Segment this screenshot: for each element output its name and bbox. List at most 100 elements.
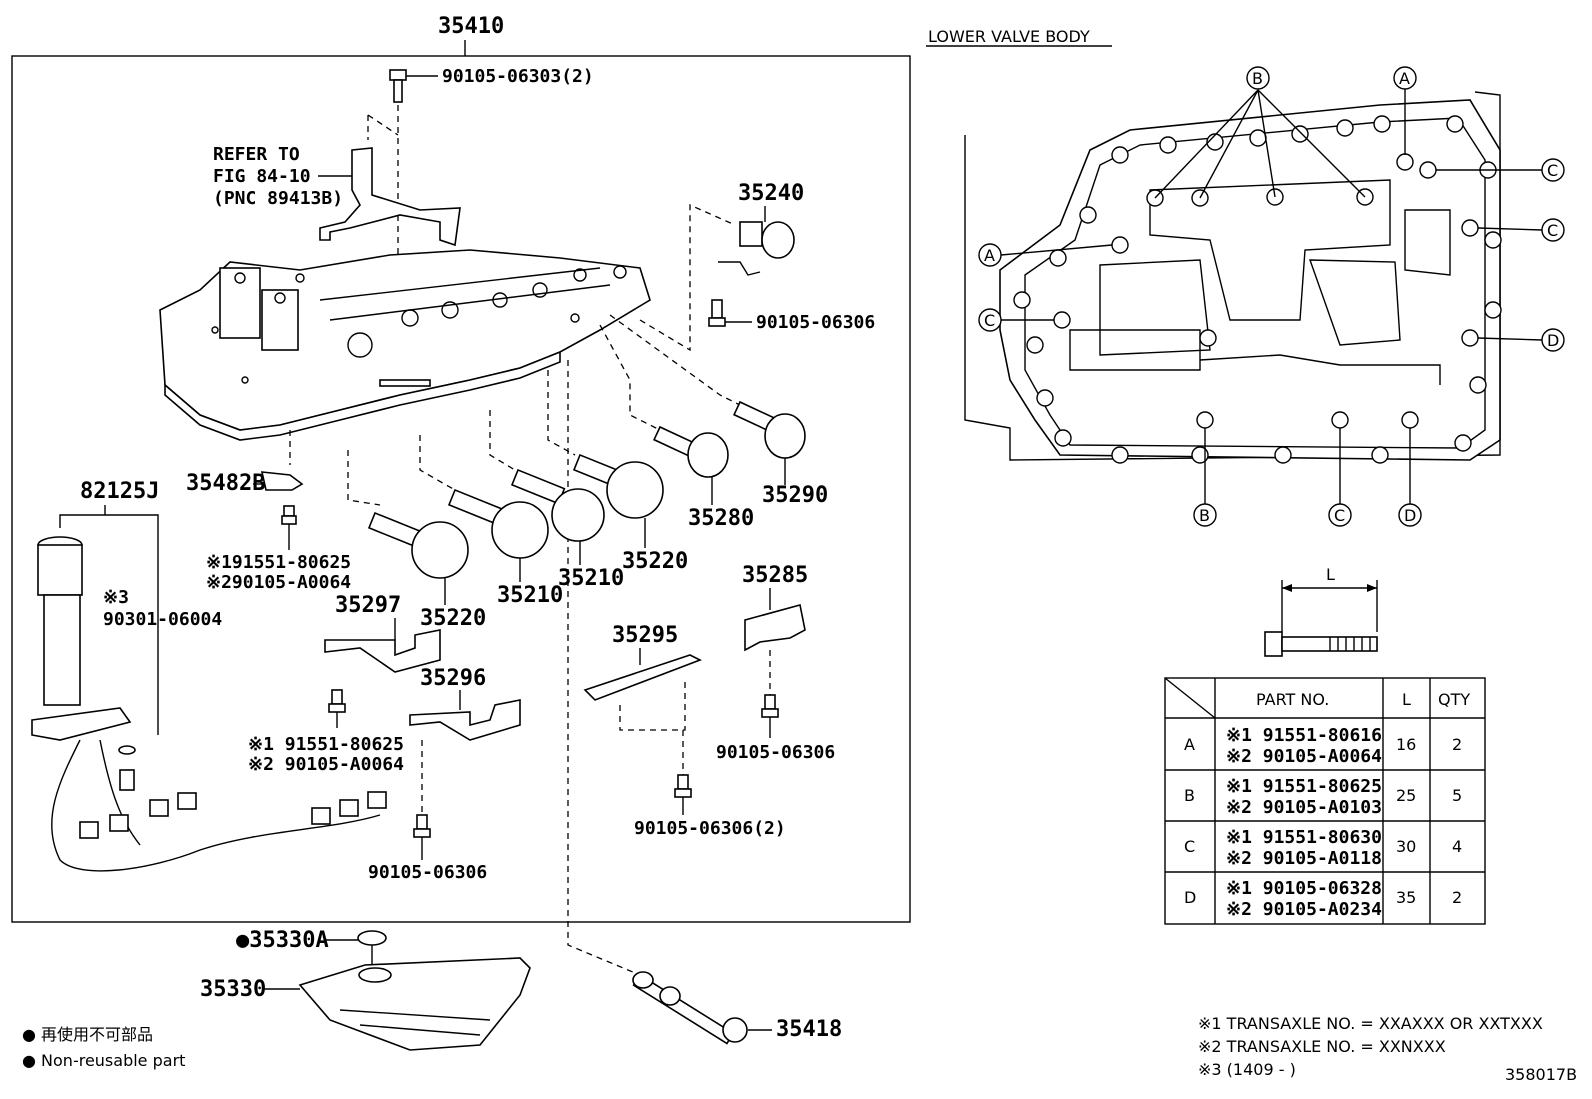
bracket-35296 [409,699,521,741]
bolt-top-label: 90105-06303(2) [442,66,594,87]
assembly-frame [11,55,911,923]
bolt-length-diagram: L [1264,565,1378,657]
assembly-number: 35410 [438,14,504,39]
part-35240: 35240 [738,181,804,206]
bracket-35297 [324,629,441,673]
table-row-qty: 2 [1452,888,1462,907]
bracket-35285 [744,604,806,652]
table-header-l: L [1402,690,1411,709]
bolt-35482b-label2: ※290105-A0064 [206,572,351,593]
part-35210-right: 35210 [558,566,624,591]
svg-text:C: C [1334,506,1345,525]
legend-non-reusable-en: ● Non-reusable part [22,1051,185,1070]
table-header-qty: QTY [1438,690,1470,709]
part-35220-left: 35220 [420,606,486,631]
bolt-35297-label1: ※1 91551-80625 [248,734,404,755]
part-35285: 35285 [742,563,808,588]
bolt-35240-icon [708,299,726,327]
table-row-key: D [1184,888,1196,907]
svg-text:C: C [1547,221,1558,240]
bolt-table: PART NO. L QTY A ※1 91551-80616 ※2 90105… [1164,677,1486,925]
table-row-part1: ※1 90105-06328 [1226,878,1382,899]
svg-text:C: C [984,311,995,330]
table-row-l: 16 [1396,735,1416,754]
bolt-35297-label2: ※2 90105-A0064 [248,754,404,775]
marker-b-bottom: B [1193,428,1217,527]
gasket-35482b [260,471,304,491]
table-row-part2: ※2 90105-A0064 [1226,746,1382,767]
bolt-35240-label: 90105-06306 [756,312,875,333]
table-row-qty: 4 [1452,837,1462,856]
part-35280: 35280 [688,506,754,531]
table-row-l: 25 [1396,786,1416,805]
refer-line2: FIG 84-10 [213,166,311,187]
marker-c-right2: C [1477,218,1565,242]
refer-line1: REFER TO [213,144,300,165]
part-82125j: 82125J [80,479,159,504]
lower-valve-body-drawing [964,91,1501,461]
bolt-35285-label: 90105-06306 [716,742,835,763]
footnote-1: ※1 TRANSAXLE NO. = XXAXXX OR XXTXXX [1198,1014,1543,1033]
marker-b-top: B [1154,66,1366,199]
svg-text:C: C [1547,161,1558,180]
wire-harness-82125j [31,536,387,872]
table-row-part1: ※1 91551-80616 [1226,725,1382,746]
marker-c-left: C [978,308,1054,332]
refer-line3: (PNC 89413B) [213,188,343,209]
part-35330a: ●35330A [236,928,329,953]
bolt-35297-icon [328,689,346,713]
note3-mark: ※3 [103,587,129,608]
svg-text:D: D [1404,506,1416,525]
plate-35295 [583,654,702,701]
table-row-part1: ※1 91551-80630 [1226,827,1382,848]
marker-c-bottom: C [1328,428,1352,527]
svg-text:A: A [984,246,995,265]
detent-spring-bracket [319,147,461,247]
table-row-part1: ※1 91551-80625 [1226,776,1382,797]
bolt-35295-label: 90105-06306(2) [634,818,786,839]
o-ring-35330a [357,930,387,946]
marker-a-left: A [978,243,1113,267]
manual-valve-35418 [632,971,748,1045]
dimension-l-label: L [1326,565,1335,584]
lower-valve-body-title: LOWER VALVE BODY [928,27,1090,46]
solenoid-35220-left [367,511,469,579]
table-row-key: B [1184,786,1195,805]
bolt-35482b-label1: ※191551-80625 [206,552,351,573]
bolt-holes [1013,115,1502,464]
part-35297: 35297 [335,593,401,618]
solenoid-35220-right [572,453,664,519]
table-row-part2: ※2 90105-A0118 [1226,848,1382,869]
part-35220-right: 35220 [622,549,688,574]
footnote-2: ※2 TRANSAXLE NO. = XXNXXX [1198,1037,1446,1056]
solenoid-35290 [733,400,806,459]
table-row-qty: 2 [1452,735,1462,754]
bolt-35482b-icon [281,505,297,525]
bolt-35296-icon [413,814,431,838]
part-35290: 35290 [762,483,828,508]
part-35296: 35296 [420,666,486,691]
oil-strainer-35330 [298,957,531,1051]
footnote-3: ※3 (1409 - ) [1198,1060,1296,1079]
marker-a-top: A [1393,66,1417,155]
bolt-35285-icon [761,694,779,718]
table-row-part2: ※2 90105-A0103 [1226,797,1382,818]
table-row-l: 35 [1396,888,1416,907]
solenoid-35280 [653,425,729,478]
table-row-key: C [1184,837,1195,856]
table-row-key: A [1184,735,1195,754]
svg-text:B: B [1199,506,1210,525]
table-row-part2: ※2 90105-A0234 [1226,899,1382,920]
svg-text:D: D [1547,331,1559,350]
table-row-qty: 5 [1452,786,1462,805]
part-35330: 35330 [200,977,266,1002]
note3-part: 90301-06004 [103,609,222,630]
solenoid-35210-left [447,488,549,559]
o-ring-note3 [118,745,136,755]
svg-text:B: B [1252,69,1263,88]
bolt-top-icon [389,69,407,103]
solenoid-35240 [718,221,795,276]
solenoid-35210-right [510,468,605,542]
part-35482b: 35482B [186,471,265,496]
